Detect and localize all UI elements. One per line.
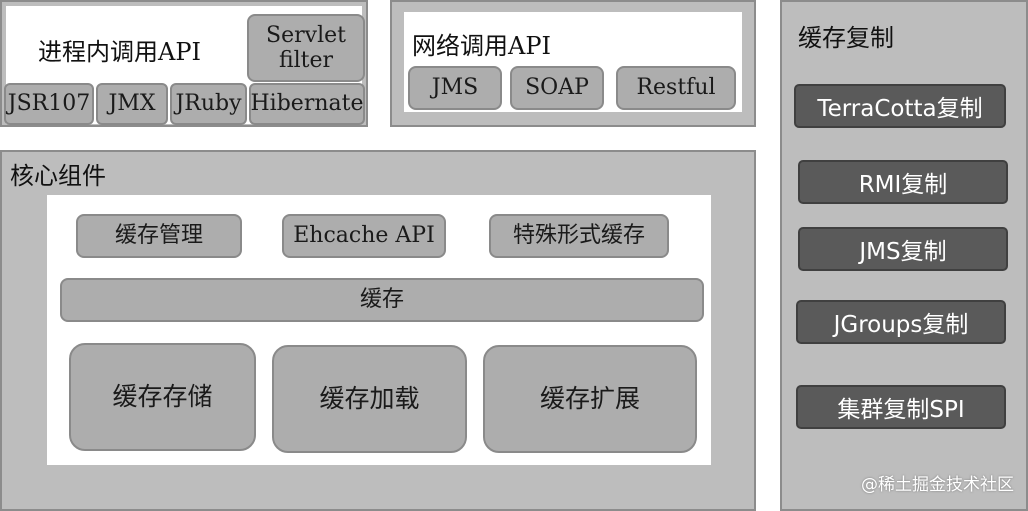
- cache-bar-label: 缓存: [359, 287, 404, 313]
- cluster-replication-spi-label: 集群复制SPI: [837, 397, 965, 423]
- rmi-replication-label: RMI复制: [858, 172, 948, 198]
- network-api-title: 网络调用API: [412, 32, 551, 60]
- hibernate-label: Hibernate: [250, 91, 364, 117]
- jmx-box: JMX: [96, 83, 168, 125]
- cache-loading-box: 缓存加载: [272, 345, 467, 453]
- cache-management-label: 缓存管理: [114, 223, 203, 249]
- watermark: @稀土掘金技术社区: [861, 475, 1014, 495]
- ehcache-api-label: Ehcache API: [293, 223, 435, 249]
- cache-loading-label: 缓存加载: [319, 383, 420, 413]
- cache-management-box: 缓存管理: [76, 214, 242, 258]
- restful-api-box: Restful: [616, 66, 736, 110]
- jruby-label: JRuby: [175, 91, 242, 117]
- servlet-filter-box: Servlet filter: [247, 14, 365, 82]
- cache-replication-title: 缓存复制: [798, 24, 894, 52]
- jruby-box: JRuby: [170, 83, 247, 125]
- cache-storage-label: 缓存存储: [112, 381, 213, 411]
- ehcache-api-box: Ehcache API: [282, 214, 446, 258]
- special-cache-box: 特殊形式缓存: [489, 214, 669, 258]
- special-cache-label: 特殊形式缓存: [512, 223, 645, 249]
- cache-bar: 缓存: [60, 278, 704, 322]
- restful-api-label: Restful: [636, 75, 716, 101]
- cache-extension-label: 缓存扩展: [539, 383, 640, 413]
- soap-api-box: SOAP: [510, 66, 604, 110]
- terracotta-replication-box: TerraCotta复制: [794, 84, 1006, 128]
- jgroups-replication-label: JGroups复制: [833, 312, 969, 338]
- rmi-replication-box: RMI复制: [798, 160, 1008, 204]
- core-components-title: 核心组件: [10, 162, 106, 190]
- jsr107-label: JSR107: [7, 91, 91, 117]
- inprocess-api-title: 进程内调用API: [38, 38, 201, 66]
- jsr107-box: JSR107: [4, 83, 94, 125]
- jms-api-label: JMS: [431, 75, 479, 101]
- jms-api-box: JMS: [408, 66, 502, 110]
- cache-storage-box: 缓存存储: [69, 343, 256, 451]
- jms-replication-box: JMS复制: [798, 227, 1008, 271]
- jgroups-replication-box: JGroups复制: [796, 300, 1006, 344]
- terracotta-replication-label: TerraCotta复制: [817, 96, 983, 122]
- cache-extension-box: 缓存扩展: [483, 345, 697, 453]
- soap-api-label: SOAP: [525, 75, 589, 101]
- hibernate-box: Hibernate: [249, 83, 365, 125]
- servlet-filter-label: Servlet filter: [266, 22, 346, 73]
- jmx-label: JMX: [108, 91, 156, 117]
- cluster-replication-spi-box: 集群复制SPI: [796, 385, 1006, 429]
- jms-replication-label: JMS复制: [859, 239, 947, 265]
